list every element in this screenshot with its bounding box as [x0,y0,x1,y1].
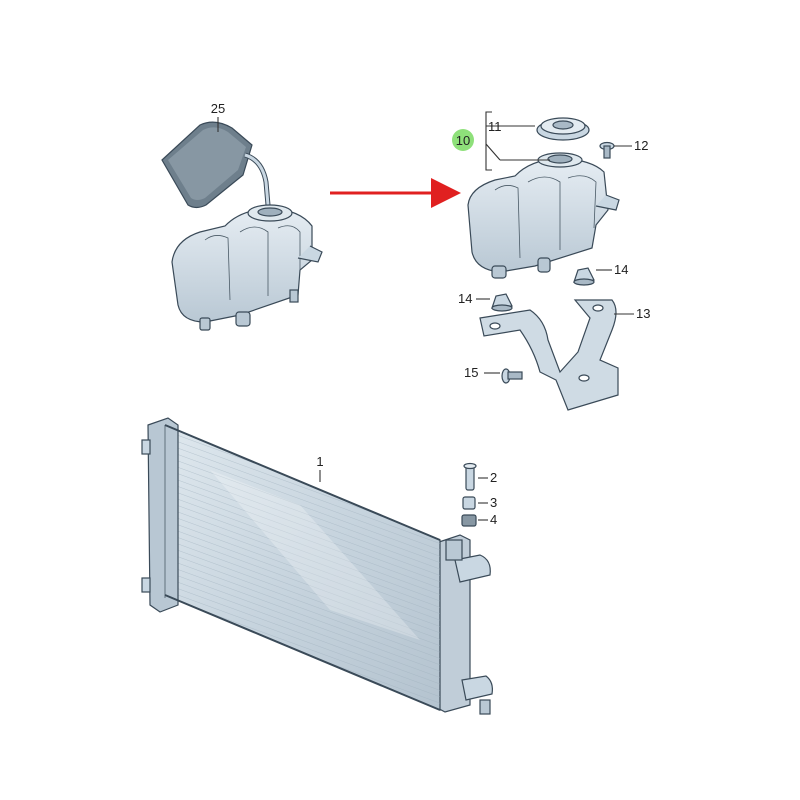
callout-25: 25 [211,101,225,116]
callout-15: 15 [464,365,478,380]
expansion-tank [467,152,620,279]
radiator [141,417,493,715]
callout-1: 1 [316,454,323,469]
callout-10-highlight [452,129,474,151]
callout-3: 3 [490,495,497,510]
callout-2: 2 [490,470,497,485]
expansion-tank-with-bag [161,121,323,331]
rubber-mount-14b [491,293,513,312]
callout-11: 11 [488,119,502,134]
callout-13: 13 [636,306,650,321]
callout-10: 10 [456,133,470,148]
grommet-3 [462,496,476,510]
bolt-15 [501,368,523,384]
callout-14-right: 14 [614,262,628,277]
rubber-mount-14a [573,267,595,286]
screw-12 [599,141,615,159]
callout-12: 12 [634,138,648,153]
mounting-bracket [479,299,619,411]
tank-body-left [171,207,313,323]
grommet-4 [461,514,477,527]
tank-cap [536,117,590,141]
pin-2 [463,462,477,491]
callout-4: 4 [490,512,497,527]
callout-14-left: 14 [458,291,472,306]
